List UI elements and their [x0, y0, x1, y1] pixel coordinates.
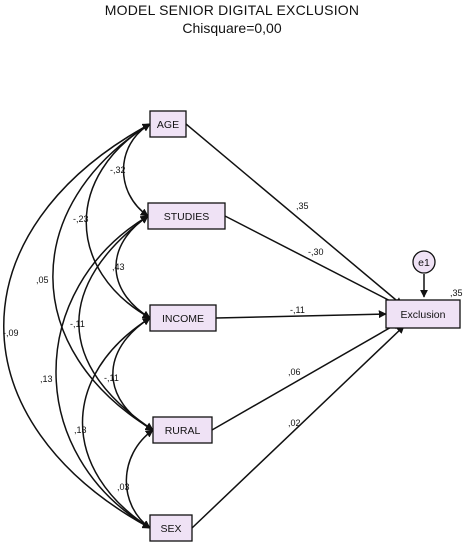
covariance-age-income [85, 123, 151, 319]
covariance-income-sex [81, 317, 151, 529]
node-age-label: AGE [157, 119, 179, 131]
node-error-e1: e1 [412, 250, 436, 274]
coef-age-studies: -,32 [110, 165, 126, 175]
node-exclusion: Exclusion [385, 299, 461, 329]
coef-studies-rural: -,11 [70, 319, 85, 329]
node-income: INCOME [149, 304, 217, 332]
coef-income-exclusion: -,11 [290, 305, 305, 315]
covariance-studies-sex [55, 215, 151, 529]
path-studies-exclusion [224, 215, 403, 308]
node-rural-label: RURAL [165, 425, 201, 437]
coef-sex-exclusion: ,02 [288, 418, 301, 428]
node-sex-label: SEX [160, 523, 181, 535]
coef-studies-exclusion: -,30 [308, 247, 324, 257]
node-age: AGE [149, 110, 187, 138]
node-studies: STUDIES [147, 202, 226, 230]
node-exclusion-label: Exclusion [401, 309, 446, 321]
coef-rural-exclusion: ,06 [288, 367, 301, 377]
covariance-studies-income [115, 215, 151, 319]
path-age-exclusion [185, 123, 403, 306]
coef-age-sex: -,09 [3, 328, 19, 338]
covariance-rural-sex [125, 429, 154, 529]
coef-age-income: -,23 [73, 214, 89, 224]
node-studies-label: STUDIES [164, 211, 210, 223]
path-income-exclusion [215, 310, 387, 319]
r-squared-exclusion: ,35 [450, 288, 463, 298]
coef-income-rural: -,11 [104, 373, 119, 383]
diagram-title: MODEL SENIOR DIGITAL EXCLUSION [104, 2, 360, 18]
node-sex: SEX [149, 514, 193, 542]
covariance-studies-rural [78, 215, 154, 431]
coef-rural-sex: ,03 [117, 482, 130, 492]
node-error-label: e1 [418, 257, 430, 269]
coef-age-exclusion: ,35 [296, 201, 309, 211]
path-sex-exclusion [191, 325, 405, 529]
covariance-income-rural [112, 317, 154, 431]
covariance-age-studies [122, 123, 151, 217]
coef-age-rural: ,05 [36, 275, 49, 285]
node-rural: RURAL [152, 416, 213, 444]
covariance-age-rural [52, 123, 154, 431]
node-income-label: INCOME [162, 313, 204, 325]
covariance-age-sex [3, 123, 151, 529]
coef-studies-sex: ,13 [40, 374, 53, 384]
coef-income-sex: ,13 [74, 425, 87, 435]
diagram-subtitle: Chisquare=0,00 [182, 20, 282, 36]
coef-studies-income: ,43 [112, 262, 125, 272]
path-rural-exclusion [211, 321, 401, 431]
